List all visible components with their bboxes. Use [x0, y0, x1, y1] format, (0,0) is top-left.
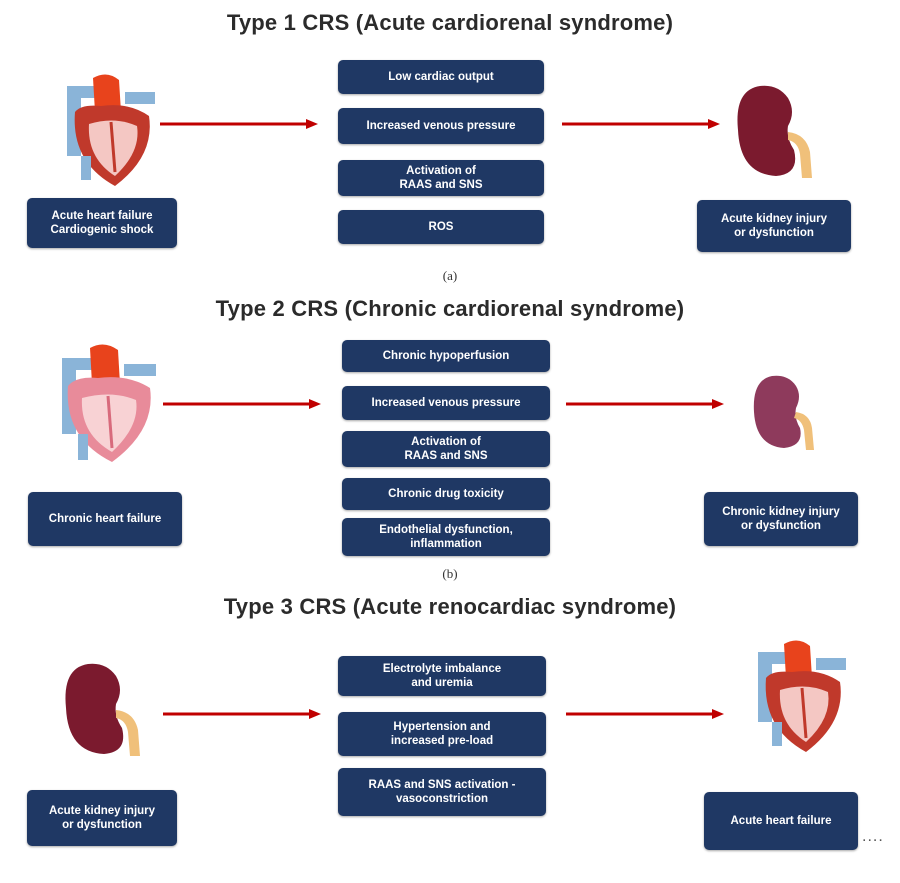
mechanism-box: ROS — [338, 210, 544, 244]
caption-a: (a) — [442, 268, 458, 283]
left-condition-box: Chronic heart failure — [28, 492, 182, 546]
section-1-title: Type 1 CRS (Acute cardiorenal syndrome) — [226, 10, 674, 35]
mechanism-box: RAAS and SNS activation - vasoconstricti… — [338, 768, 546, 816]
mechanism-box: Hypertension and increased pre-load — [338, 712, 546, 756]
right-condition-box: Chronic kidney injury or dysfunction — [704, 492, 858, 546]
left-condition-box: Acute heart failure Cardiogenic shock — [27, 198, 177, 248]
mechanism-box: Low cardiac output — [338, 60, 544, 94]
heart-icon — [758, 640, 846, 752]
arrow-left-1 — [160, 117, 320, 131]
section-2-title: Type 2 CRS (Chronic cardiorenal syndrome… — [215, 296, 685, 321]
trailing-ellipsis: .... — [862, 828, 884, 845]
left-condition-box: Acute kidney injury or dysfunction — [27, 790, 177, 846]
kidney-icon — [753, 375, 814, 450]
mechanism-box: Increased venous pressure — [342, 386, 550, 420]
arrow-left-3 — [163, 707, 323, 721]
kidney-icon — [65, 663, 140, 756]
right-condition-box: Acute kidney injury or dysfunction — [697, 200, 851, 252]
arrow-left-2 — [163, 397, 323, 411]
right-condition-box: Acute heart failure — [704, 792, 858, 850]
kidney-icon — [737, 85, 812, 178]
mechanism-box: Increased venous pressure — [338, 108, 544, 144]
mechanism-box: Electrolyte imbalance and uremia — [338, 656, 546, 696]
mechanism-box: Endothelial dysfunction, inflammation — [342, 518, 550, 556]
heart-icon — [67, 74, 155, 186]
section-3-title: Type 3 CRS (Acute renocardiac syndrome) — [223, 594, 677, 619]
arrow-right-1 — [562, 117, 722, 131]
mechanism-box: Chronic hypoperfusion — [342, 340, 550, 372]
heart-icon — [62, 344, 156, 462]
arrow-right-2 — [566, 397, 726, 411]
mechanism-box: Chronic drug toxicity — [342, 478, 550, 510]
mechanism-box: Activation of RAAS and SNS — [342, 431, 550, 467]
caption-b: (b) — [442, 566, 458, 581]
mechanism-box: Activation of RAAS and SNS — [338, 160, 544, 196]
arrow-right-3 — [566, 707, 726, 721]
